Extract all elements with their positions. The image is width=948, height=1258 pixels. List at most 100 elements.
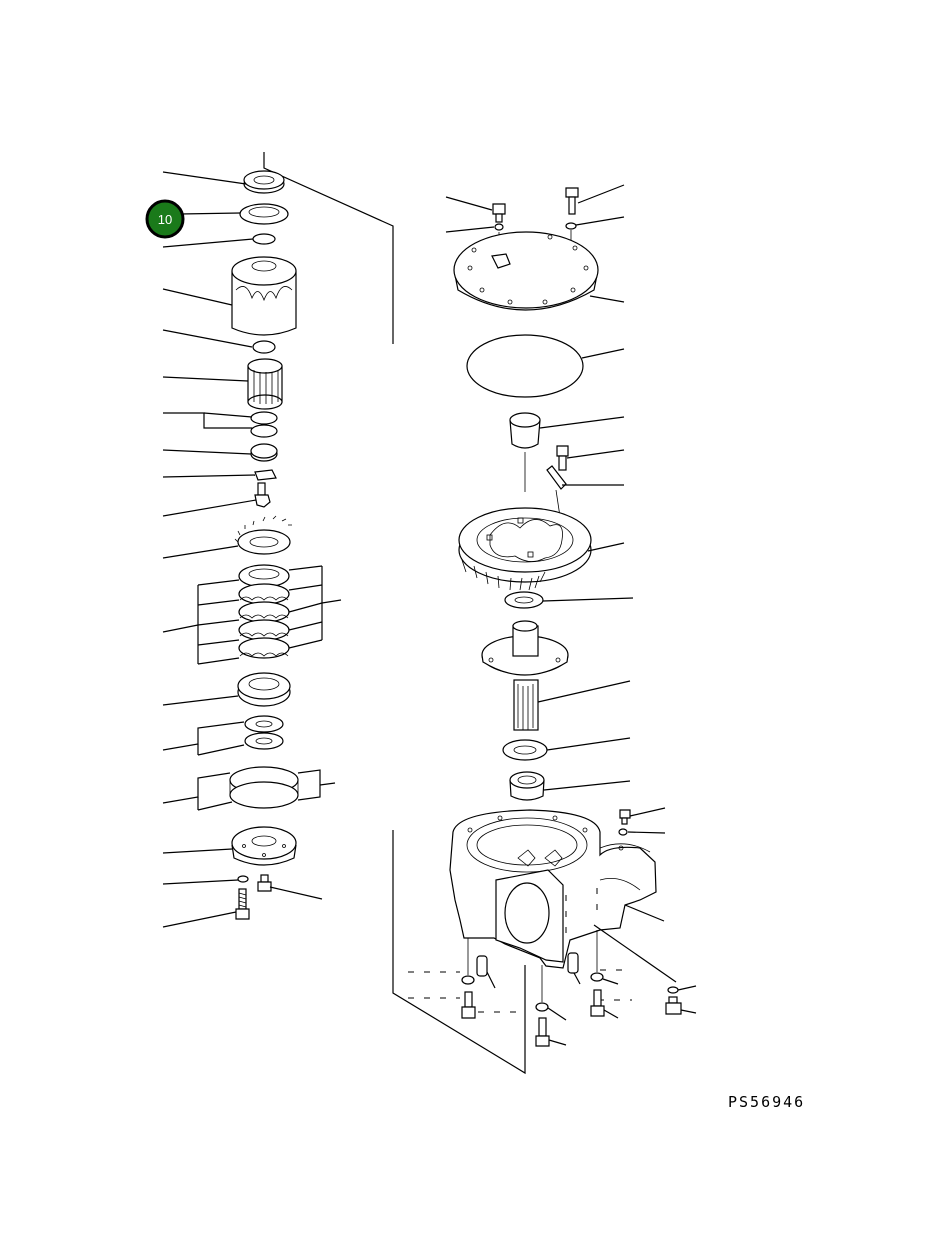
part-gear-plate[interactable] (234, 515, 292, 555)
leader-line (162, 695, 239, 706)
leader-line (162, 238, 254, 248)
part-thrust-washer[interactable] (504, 591, 544, 609)
leader-line (677, 985, 697, 991)
leader-line (269, 886, 323, 900)
leader-line (573, 972, 581, 985)
leader-line (548, 1039, 567, 1046)
part-bearing[interactable] (509, 771, 545, 801)
leader-line (319, 782, 336, 786)
part-top-washer-left[interactable] (494, 223, 504, 231)
leader-line (537, 680, 631, 703)
part-thrust-washers[interactable] (250, 411, 278, 438)
leader-line (162, 772, 231, 804)
leader-line (581, 348, 625, 359)
leader-line (162, 171, 247, 185)
part-pressure-plate[interactable] (237, 672, 291, 707)
leader-line (566, 449, 625, 459)
part-top-bolt-left[interactable] (492, 203, 506, 223)
leader-line (602, 978, 619, 985)
leader-line (297, 769, 321, 801)
part-lower-bolt-right[interactable] (590, 989, 605, 1017)
leader-line (162, 376, 249, 382)
leader-line (162, 911, 237, 928)
leader-line (162, 545, 239, 559)
part-bearing-nut[interactable] (243, 170, 285, 194)
leader-line (577, 184, 625, 204)
leader-line (162, 474, 256, 478)
part-drain-plug[interactable] (665, 996, 682, 1015)
part-spring-washers[interactable] (244, 715, 284, 750)
leader-line (543, 780, 631, 791)
part-bushing[interactable] (509, 412, 541, 449)
part-breather-plug[interactable] (619, 809, 631, 825)
callout-label: 10 (158, 212, 172, 227)
part-washer[interactable] (252, 340, 276, 354)
part-dowel-pin-left[interactable] (476, 955, 488, 977)
part-lower-bolt-left[interactable] (461, 991, 476, 1019)
leader-line (624, 904, 665, 922)
leader-line (486, 971, 496, 989)
leader-line (197, 744, 245, 756)
part-breather-washer[interactable] (618, 828, 628, 836)
leader-line (163, 412, 252, 429)
leader-line (629, 807, 666, 817)
part-lower-bolt-mid[interactable] (535, 1017, 550, 1047)
leader-line (587, 542, 625, 552)
drawing-number: PS56946 (728, 1093, 805, 1111)
part-dowel-pin-right[interactable] (567, 952, 579, 974)
left-parts-stack: 10 (145, 152, 394, 928)
part-small-washer[interactable] (237, 875, 249, 883)
leader-line (162, 329, 253, 348)
right-parts-stack (392, 184, 697, 1075)
axis-line (593, 924, 677, 983)
leader-line (539, 416, 625, 429)
part-lock-plate[interactable] (254, 469, 277, 481)
part-ring-gear[interactable] (458, 507, 592, 591)
leader-line (445, 226, 495, 233)
leader-line (680, 1009, 697, 1014)
part-swing-gear-housing[interactable] (449, 809, 657, 969)
leader-line (162, 288, 233, 306)
leader-fan-right (288, 565, 342, 649)
leader-fan-left (162, 579, 240, 665)
leader-line (547, 1007, 567, 1021)
leader-line (197, 801, 233, 811)
part-top-bolt-right[interactable] (565, 187, 579, 215)
part-lock-tab[interactable] (546, 465, 567, 490)
leader-line (603, 1009, 619, 1019)
part-o-ring[interactable] (252, 233, 276, 245)
part-bolt[interactable] (254, 482, 271, 508)
part-lower-washer-left[interactable] (461, 975, 475, 985)
part-snap-rings[interactable] (229, 766, 299, 809)
part-needle-bearing[interactable] (247, 358, 283, 410)
part-carrier-housing[interactable] (231, 256, 297, 336)
part-mounting-bolt[interactable] (235, 888, 250, 920)
part-lower-washer-mid[interactable] (535, 1002, 549, 1012)
part-top-washer-right[interactable] (565, 222, 577, 230)
leader-line (546, 737, 631, 751)
part-seal-ring[interactable] (239, 203, 289, 225)
part-gasket[interactable] (466, 334, 584, 398)
leader-line (575, 216, 625, 226)
part-cover-plate[interactable] (231, 826, 297, 866)
part-spacer[interactable] (502, 739, 548, 761)
leader-line (542, 597, 634, 602)
leader-line (627, 831, 666, 834)
part-housing-cover[interactable] (453, 231, 599, 311)
leader-line (179, 212, 241, 215)
leader-line (162, 449, 252, 455)
leader-line (162, 848, 233, 854)
part-lower-washer-right[interactable] (590, 972, 604, 982)
leader-line (162, 499, 257, 517)
part-friction-disc-stack[interactable] (238, 564, 290, 659)
part-plate[interactable] (250, 443, 278, 462)
leader-line (203, 412, 253, 418)
part-pinion-shaft[interactable] (481, 620, 569, 731)
leader-line (162, 879, 239, 885)
callout-badge[interactable]: 10 (145, 199, 185, 239)
part-plug[interactable] (257, 874, 272, 892)
part-drain-washer[interactable] (667, 986, 679, 994)
leader-line (445, 196, 493, 211)
part-side-bolt[interactable] (556, 445, 569, 471)
